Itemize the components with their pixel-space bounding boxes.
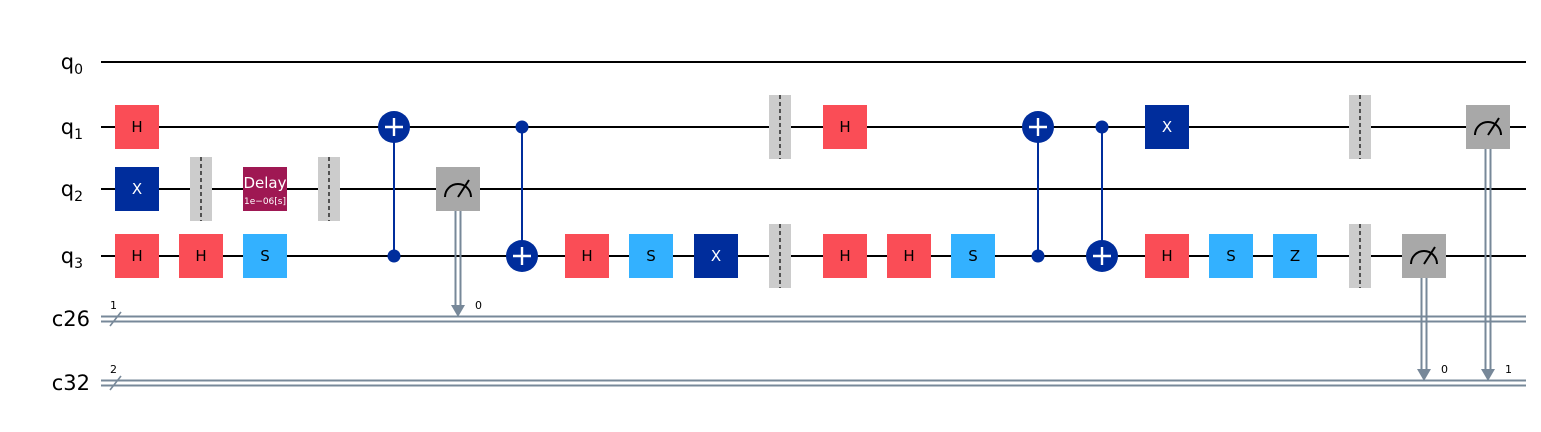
gate-label: X [1162, 118, 1172, 136]
measure-gate [1402, 234, 1446, 278]
cnot-control-dot [387, 249, 401, 263]
gate-label: S [646, 247, 656, 265]
gate-h [823, 234, 867, 278]
qubit-label-index: 1 [74, 127, 83, 143]
gate-label: S [260, 247, 270, 265]
gate-label: H [581, 247, 592, 265]
meter-icon [444, 183, 472, 198]
gate-x [694, 234, 738, 278]
gate-h [115, 105, 159, 149]
gate-label: H [839, 247, 850, 265]
qubit-label-index: 0 [74, 62, 83, 78]
qubit-label: q0 [61, 50, 83, 78]
wires-layer [101, 61, 1526, 391]
cnot-control-dot [1031, 249, 1045, 263]
gate-s [1209, 234, 1253, 278]
gate-label: H [131, 118, 142, 136]
gate-x [1145, 105, 1189, 149]
qubit-label-index: 2 [74, 189, 83, 205]
connections-layer [393, 127, 1495, 381]
measure-bit-index: 1 [1505, 363, 1512, 376]
gate-h [887, 234, 931, 278]
gate-delay [243, 167, 287, 211]
register-slash [109, 375, 122, 391]
gate-label: H [1161, 247, 1172, 265]
gate-s [243, 234, 287, 278]
meter-needle-icon [1423, 246, 1436, 265]
gate-label: X [132, 180, 142, 198]
qubit-label-index: 3 [74, 256, 83, 272]
gate-h [1145, 234, 1189, 278]
gate-h [823, 105, 867, 149]
gate-label: H [839, 118, 850, 136]
gate-label: X [711, 247, 721, 265]
gate-label: S [1226, 247, 1236, 265]
gate-label: H [903, 247, 914, 265]
gate-s [951, 234, 995, 278]
delay-duration-label: 1e−06[s] [244, 197, 286, 207]
qubit-label: q1 [61, 115, 83, 143]
measure-bit-index: 0 [475, 299, 482, 312]
gates-layer: H X H H Delay 1e−06[s] S H S X H H H S X H S Z [115, 95, 1510, 288]
cnot-control-dot [1095, 120, 1109, 134]
register-slash [109, 311, 122, 327]
qubit-label: q2 [61, 177, 83, 205]
meter-needle-icon [1487, 117, 1500, 136]
qubit-label-base: q [61, 177, 74, 201]
cnot-control-dot [515, 120, 529, 134]
creg-size-label: 1 [110, 299, 117, 312]
gate-label: Z [1290, 247, 1300, 265]
measure-gate [1466, 105, 1510, 149]
creg-size-label: 2 [110, 363, 117, 376]
meter-icon [1410, 250, 1438, 265]
gate-label: H [131, 247, 142, 265]
meter-icon [1474, 121, 1502, 136]
measure-arrowhead [1481, 369, 1495, 381]
measure-gate [436, 167, 480, 211]
gate-z [1273, 234, 1317, 278]
measure-bit-index: 0 [1441, 363, 1448, 376]
gate-x [115, 167, 159, 211]
qubit-label-base: q [61, 244, 74, 268]
qubit-label-base: q [61, 115, 74, 139]
qubit-label: q3 [61, 244, 83, 272]
gate-s [629, 234, 673, 278]
gate-label: H [195, 247, 206, 265]
gate-label: S [968, 247, 978, 265]
measure-arrowhead [451, 305, 465, 317]
gate-h [179, 234, 223, 278]
meter-needle-icon [457, 179, 470, 198]
creg-label: c26 [52, 307, 90, 331]
creg-label: c32 [52, 371, 90, 395]
gate-h [565, 234, 609, 278]
gate-label: Delay [243, 174, 286, 192]
gate-h [115, 234, 159, 278]
qubit-label-base: q [61, 50, 74, 74]
measure-arrowhead [1417, 369, 1431, 381]
